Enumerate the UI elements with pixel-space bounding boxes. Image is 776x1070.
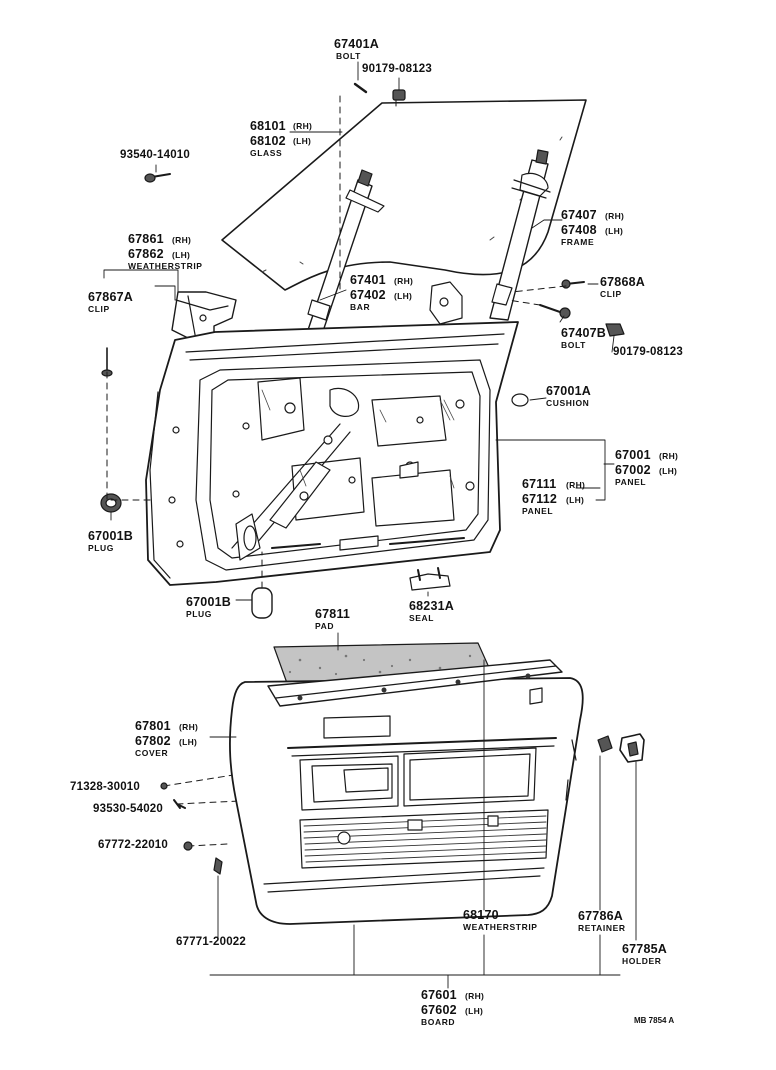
retainer	[597, 735, 613, 753]
callout-93530-number: 93530-54020	[93, 803, 163, 815]
callout-67407-number: 67407	[561, 208, 597, 222]
callout-67402-number: 67402	[350, 288, 386, 302]
door-glass	[221, 99, 587, 291]
callout-67112-number: 67112	[522, 492, 558, 506]
callout-68102-side: (LH)	[293, 136, 312, 146]
callout-67002-side: (LH)	[659, 466, 678, 476]
callout-67785A-name: HOLDER	[622, 956, 662, 966]
callout-67862-name: WEATHERSTRIP	[128, 261, 203, 271]
callout-67001B-lower-name: PLUG	[186, 609, 213, 619]
callout-67002-name: PANEL	[615, 477, 647, 487]
callout-67771-number: 67771-20022	[176, 936, 246, 948]
callout-67407B-name: BOLT	[561, 340, 586, 350]
callout-67862-side: (LH)	[172, 250, 191, 260]
callout-67862-number: 67862	[128, 247, 164, 261]
window-frame	[489, 149, 551, 321]
bolt-93540	[144, 173, 171, 183]
callout-67402-side: (LH)	[394, 291, 413, 301]
callout-67401A-number: 67401A	[334, 37, 379, 51]
callout-67601-side: (RH)	[465, 991, 485, 1001]
callout-67785A-number: 67785A	[622, 942, 667, 956]
bolt-67407B	[559, 307, 571, 319]
clip-71328	[160, 782, 168, 790]
callout-68170-number: 68170	[463, 908, 499, 922]
bolt-67401A	[353, 82, 406, 101]
callout-67867A-number: 67867A	[88, 290, 133, 304]
callout-67861-side: (RH)	[172, 235, 192, 245]
clip-67772	[183, 841, 193, 851]
door-inner-panel	[145, 321, 519, 586]
callout-67868A-name: CLIP	[600, 289, 622, 299]
leader-lines	[103, 61, 637, 989]
callout-68231A-name: SEAL	[409, 613, 435, 623]
callout-67602-name: BOARD	[421, 1017, 456, 1027]
callout-67801-side: (RH)	[179, 722, 199, 732]
callout-67602-side: (LH)	[465, 1006, 484, 1016]
screw-93530	[173, 799, 186, 809]
callout-90179-right-number: 90179-08123	[613, 346, 683, 358]
callout-68170-name: WEATHERSTRIP	[463, 922, 538, 932]
weatherstrip-bracket	[171, 281, 463, 343]
callout-67401-number: 67401	[350, 273, 386, 287]
clip-67771	[213, 857, 223, 875]
callout-67786A-number: 67786A	[578, 909, 623, 923]
nut-90179	[605, 323, 625, 337]
callout-67802-side: (LH)	[179, 737, 198, 747]
callout-67811-number: 67811	[315, 607, 351, 621]
callout-67401-side: (RH)	[394, 276, 414, 286]
callout-68101-number: 68101	[250, 119, 286, 133]
callout-67001B-lower-number: 67001B	[186, 595, 231, 609]
callout-67772-number: 67772-22010	[98, 839, 168, 851]
callout-67408-side: (LH)	[605, 226, 624, 236]
callout-67602-number: 67602	[421, 1003, 457, 1017]
callout-67402-name: BAR	[350, 302, 371, 312]
callout-67601-number: 67601	[421, 988, 457, 1002]
plug-left	[100, 493, 122, 513]
callout-68102-number: 68102	[250, 134, 286, 148]
callout-67407B-number: 67407B	[561, 326, 606, 340]
callout-67802-number: 67802	[135, 734, 171, 748]
cushion	[511, 393, 529, 407]
callout-67001B-left-number: 67001B	[88, 529, 133, 543]
callout-67408-name: FRAME	[561, 237, 595, 247]
callout-68102-name: GLASS	[250, 148, 283, 158]
callout-67001B-left-name: PLUG	[88, 543, 115, 553]
callout-67001-side: (RH)	[659, 451, 679, 461]
callout-67802-name: COVER	[135, 748, 169, 758]
callout-93540-number: 93540-14010	[120, 149, 190, 161]
seal	[409, 567, 451, 591]
callout-67801-number: 67801	[135, 719, 171, 733]
callout-67811-name: PAD	[315, 621, 335, 631]
plug-lower	[251, 587, 273, 619]
callout-67868A-number: 67868A	[600, 275, 645, 289]
callout-67111-number: 67111	[522, 477, 557, 491]
callout-90179-top-number: 90179-08123	[362, 63, 432, 75]
callout-68231A-number: 68231A	[409, 599, 454, 613]
callout-67001A-number: 67001A	[546, 384, 591, 398]
callout-67408-number: 67408	[561, 223, 597, 237]
callout-67401A-name: BOLT	[336, 51, 361, 61]
reference-code: MB 7854 A	[634, 1016, 675, 1025]
callout-67001A-name: CUSHION	[546, 398, 590, 408]
callout-67786A-name: RETAINER	[578, 923, 626, 933]
callout-71328-number: 71328-30010	[70, 781, 140, 793]
callout-67001-number: 67001	[615, 448, 651, 462]
callout-67867A-name: CLIP	[88, 304, 110, 314]
callout-67407-side: (RH)	[605, 211, 625, 221]
callout-67861-number: 67861	[128, 232, 164, 246]
door-trim-board	[229, 659, 584, 925]
callout-67112-side: (LH)	[566, 495, 585, 505]
callout-67111-side: (RH)	[566, 480, 586, 490]
window-bar	[303, 169, 385, 347]
holder	[619, 733, 645, 763]
callout-67002-number: 67002	[615, 463, 651, 477]
callout-67112-name: PANEL	[522, 506, 554, 516]
callout-68101-side: (RH)	[293, 121, 313, 131]
